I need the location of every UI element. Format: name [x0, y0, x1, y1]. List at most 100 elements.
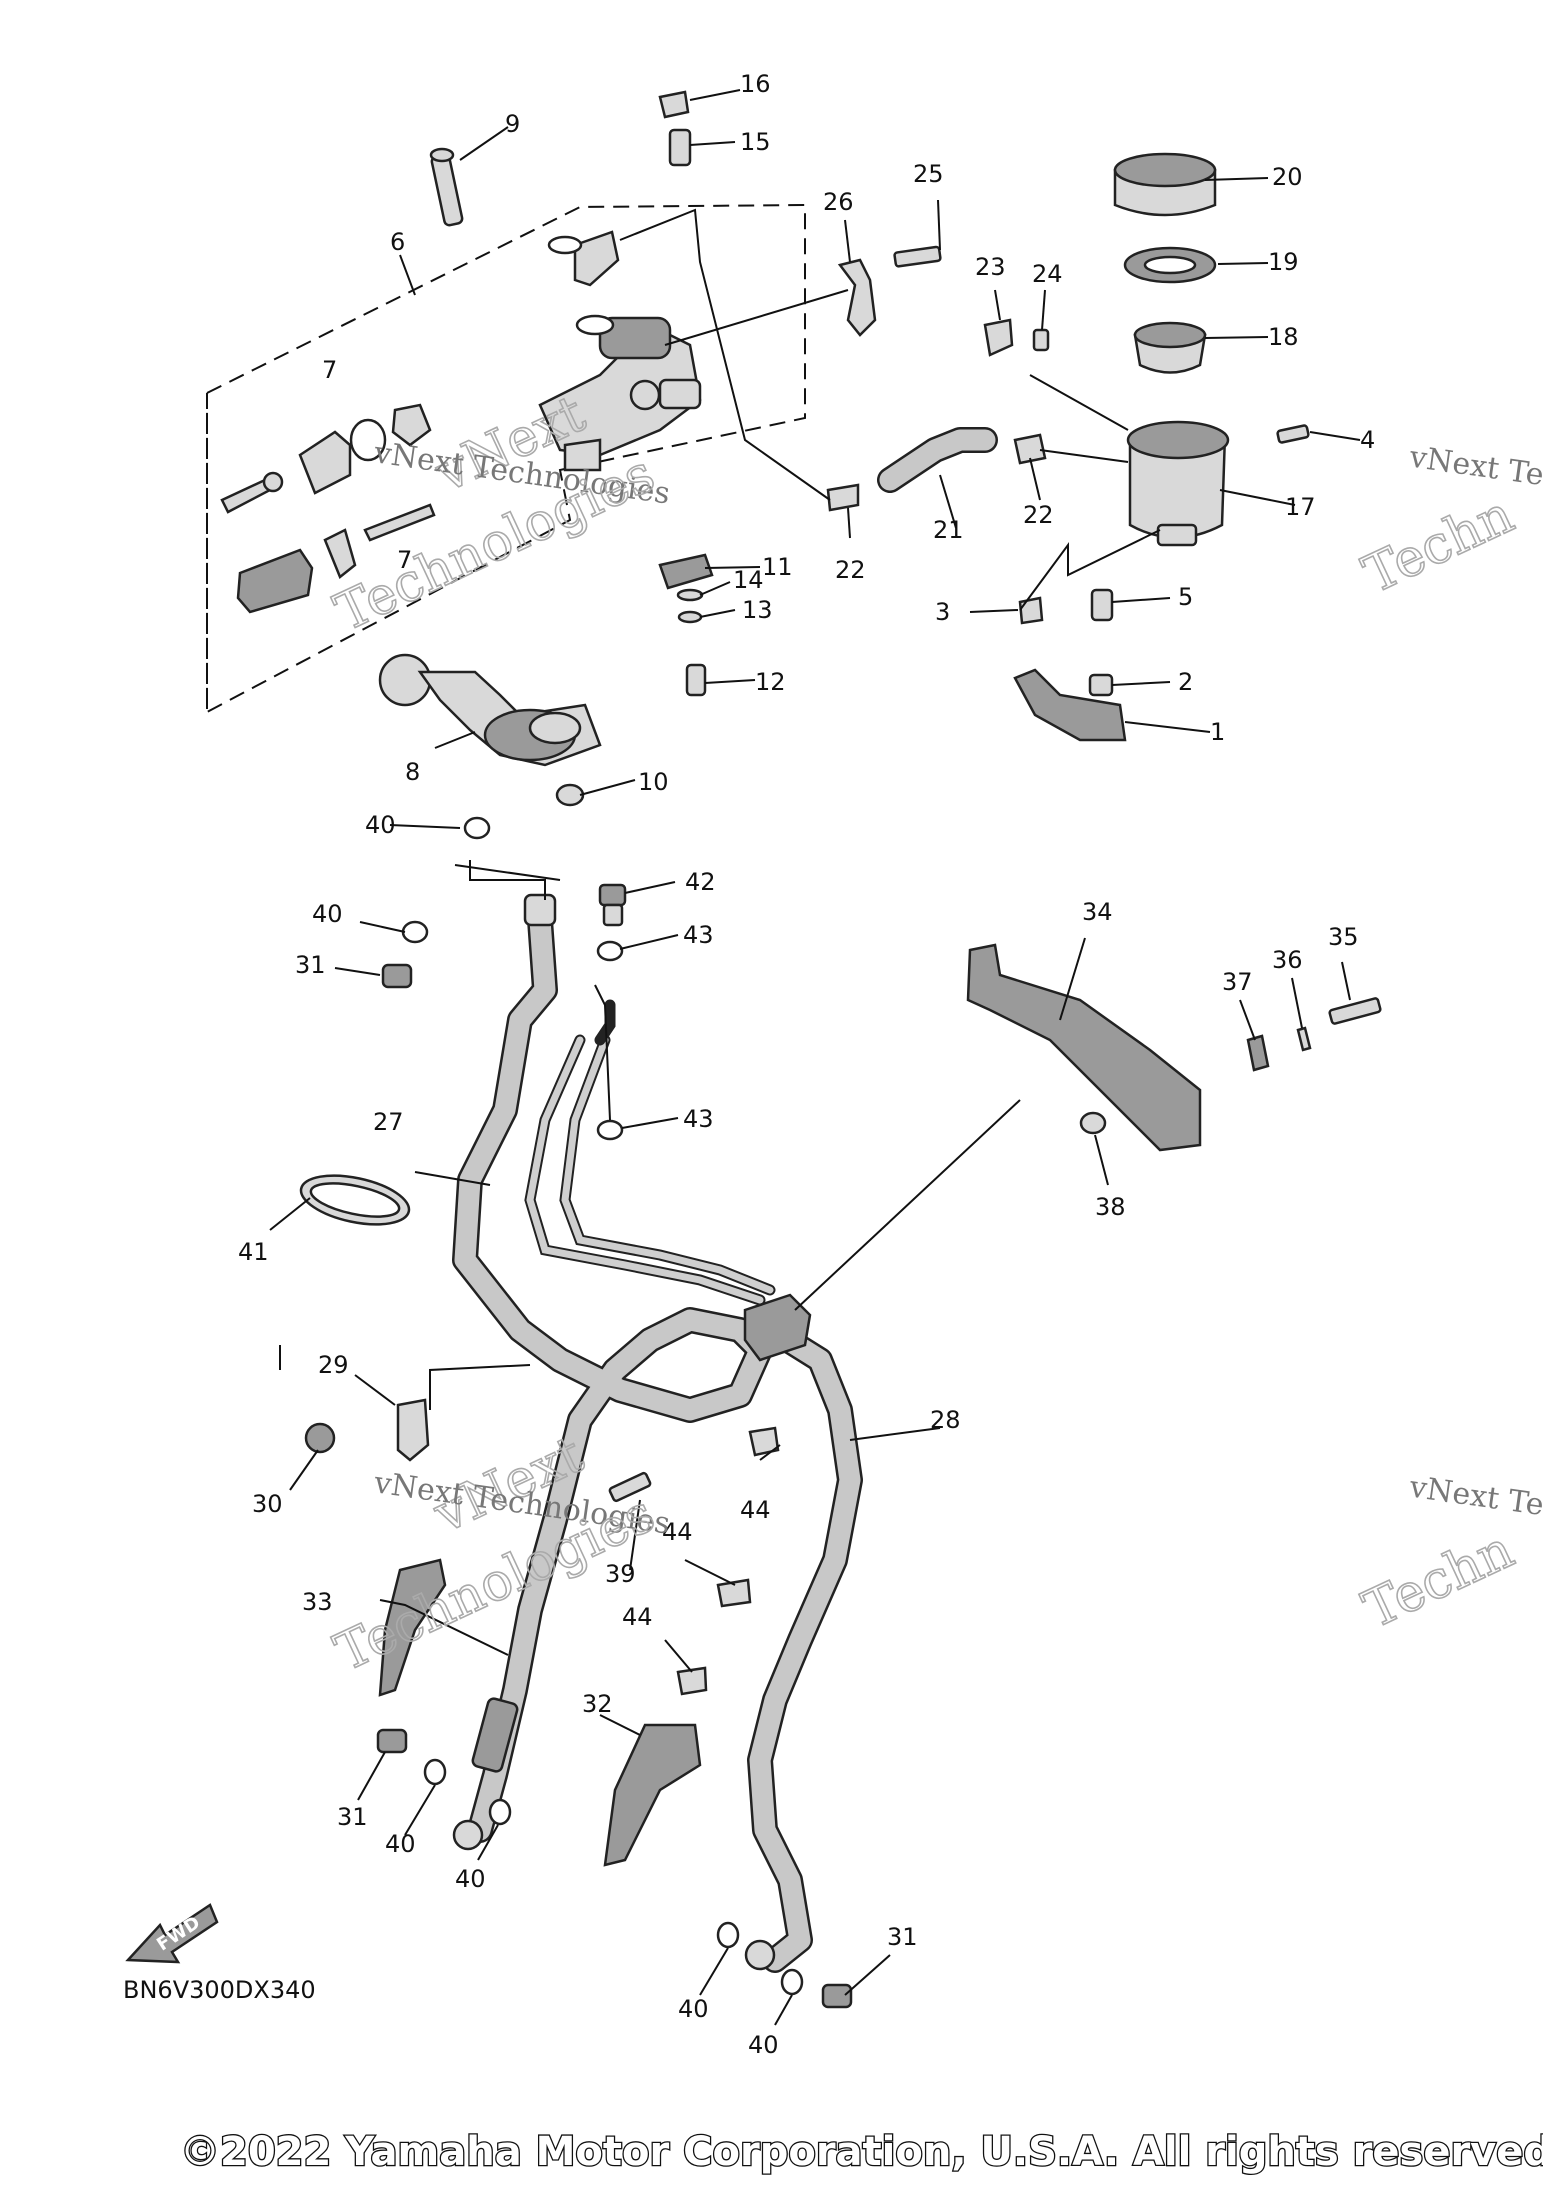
gasket-40b — [401, 920, 429, 944]
callout-16: 16 — [740, 70, 771, 98]
callout-35: 35 — [1328, 923, 1359, 951]
nut-37 — [1246, 1034, 1270, 1072]
callout-24: 24 — [1032, 260, 1063, 288]
clip-3 — [1018, 596, 1044, 625]
clamp-44c — [676, 1666, 708, 1696]
union-bolt-31c — [821, 1983, 853, 2009]
screw-24 — [1032, 328, 1050, 352]
callout-39: 39 — [605, 1560, 636, 1588]
callout-40a: 40 — [365, 811, 396, 839]
callout-2: 2 — [1178, 668, 1193, 696]
washer-14 — [676, 588, 704, 602]
piston-kit-upper — [220, 403, 432, 514]
nut-30 — [304, 1422, 336, 1454]
callout-44a: 44 — [740, 1496, 771, 1524]
callout-40f: 40 — [748, 2031, 779, 2059]
reservoir-bracket-1 — [1013, 668, 1127, 742]
gasket-40e — [716, 1921, 740, 1949]
callout-10: 10 — [638, 768, 669, 796]
callout-44c: 44 — [622, 1603, 653, 1631]
clamp-29 — [396, 1398, 430, 1462]
callout-4: 4 — [1360, 426, 1375, 454]
union-bolt-31b — [376, 1728, 408, 1754]
callout-8: 8 — [405, 758, 420, 786]
gasket-40c — [423, 1758, 447, 1786]
callout-22b: 22 — [1023, 501, 1054, 529]
callout-43a: 43 — [683, 921, 714, 949]
hose-fitting-top — [523, 893, 557, 927]
clamp-44a — [748, 1426, 780, 1457]
callout-20: 20 — [1272, 163, 1303, 191]
grommet-38 — [1079, 1111, 1107, 1135]
callout-31a: 31 — [295, 951, 326, 979]
watermark-partial-1: vNext Tec — [1406, 439, 1543, 495]
watermark-partial-tech-2: Techn — [1355, 1520, 1523, 1641]
hose-clip-22b — [1013, 433, 1047, 465]
washer-36 — [1296, 1026, 1312, 1052]
holder-26 — [837, 258, 877, 337]
hose-fitting-left — [471, 1697, 519, 1773]
band-41 — [299, 1174, 411, 1226]
callout-32: 32 — [582, 1690, 613, 1718]
gasket-40a — [463, 816, 491, 840]
watermark-partial-tech-1: Techn — [1355, 485, 1523, 606]
callout-17: 17 — [1285, 493, 1316, 521]
washer-13 — [677, 610, 703, 624]
banjo-elbow-fitting — [547, 230, 620, 336]
fwd-arrow-icon: FWD — [125, 1903, 219, 1964]
hose-holder-32 — [603, 1723, 702, 1867]
callout-5: 5 — [1178, 583, 1193, 611]
callout-26: 26 — [823, 188, 854, 216]
callout-23: 23 — [975, 253, 1006, 281]
screw-12 — [685, 663, 707, 697]
reservoir-17 — [1126, 420, 1230, 547]
callout-44b: 44 — [662, 1518, 693, 1546]
copyright-notice: ©2022 Yamaha Motor Corporation, U.S.A. A… — [180, 2129, 1543, 2175]
callout-38: 38 — [1095, 1193, 1126, 1221]
hose-holder-33 — [378, 1558, 447, 1697]
diagram-code: BN6V300DX340 — [123, 1976, 316, 2004]
hose-fitting-lower-left — [452, 1819, 484, 1851]
callout-36: 36 — [1272, 946, 1303, 974]
watermark-partial-2: vNext Tec — [1406, 1469, 1543, 1525]
bleed-cap-16 — [658, 90, 690, 119]
callout-27: 27 — [373, 1108, 404, 1136]
reservoir-cap-20 — [1113, 152, 1217, 217]
union-bolt-42 — [598, 883, 627, 927]
callout-25: 25 — [913, 160, 944, 188]
reservoir-hose-21 — [877, 427, 998, 493]
gasket-43a — [596, 940, 624, 962]
stay-34 — [966, 943, 1202, 1152]
plate-18 — [1133, 321, 1207, 374]
callout-6: 6 — [390, 228, 405, 256]
callout-12: 12 — [755, 668, 786, 696]
callout-18: 18 — [1268, 323, 1299, 351]
bolt-9 — [429, 147, 464, 227]
brake-lever-8 — [378, 653, 602, 767]
gasket-40d — [488, 1798, 512, 1826]
callout-3: 3 — [935, 598, 950, 626]
hose-clip-22a — [826, 483, 860, 512]
assembly-dashed-outline — [206, 203, 806, 714]
callout-40d: 40 — [455, 1865, 486, 1893]
hose-fitting-lower-right — [744, 1939, 776, 1971]
callout-28: 28 — [930, 1406, 961, 1434]
master-cylinder-body — [538, 316, 702, 472]
callout-43b: 43 — [683, 1105, 714, 1133]
leader-lines — [269, 89, 1361, 2026]
switch-11 — [658, 553, 714, 590]
callout-41: 41 — [238, 1238, 269, 1266]
callout-34: 34 — [1082, 898, 1113, 926]
bolt-39 — [608, 1471, 652, 1503]
callout-9: 9 — [505, 110, 520, 138]
callout-40e: 40 — [678, 1995, 709, 2023]
collar-10 — [555, 783, 585, 807]
callout-29: 29 — [318, 1351, 349, 1379]
gasket-40f — [780, 1968, 804, 1996]
callout-13: 13 — [742, 596, 773, 624]
union-bolt-31a — [381, 963, 413, 989]
callout-19: 19 — [1268, 248, 1299, 276]
diaphragm-19 — [1123, 246, 1217, 284]
callout-1: 1 — [1210, 718, 1225, 746]
callout-7a: 7 — [322, 356, 337, 384]
